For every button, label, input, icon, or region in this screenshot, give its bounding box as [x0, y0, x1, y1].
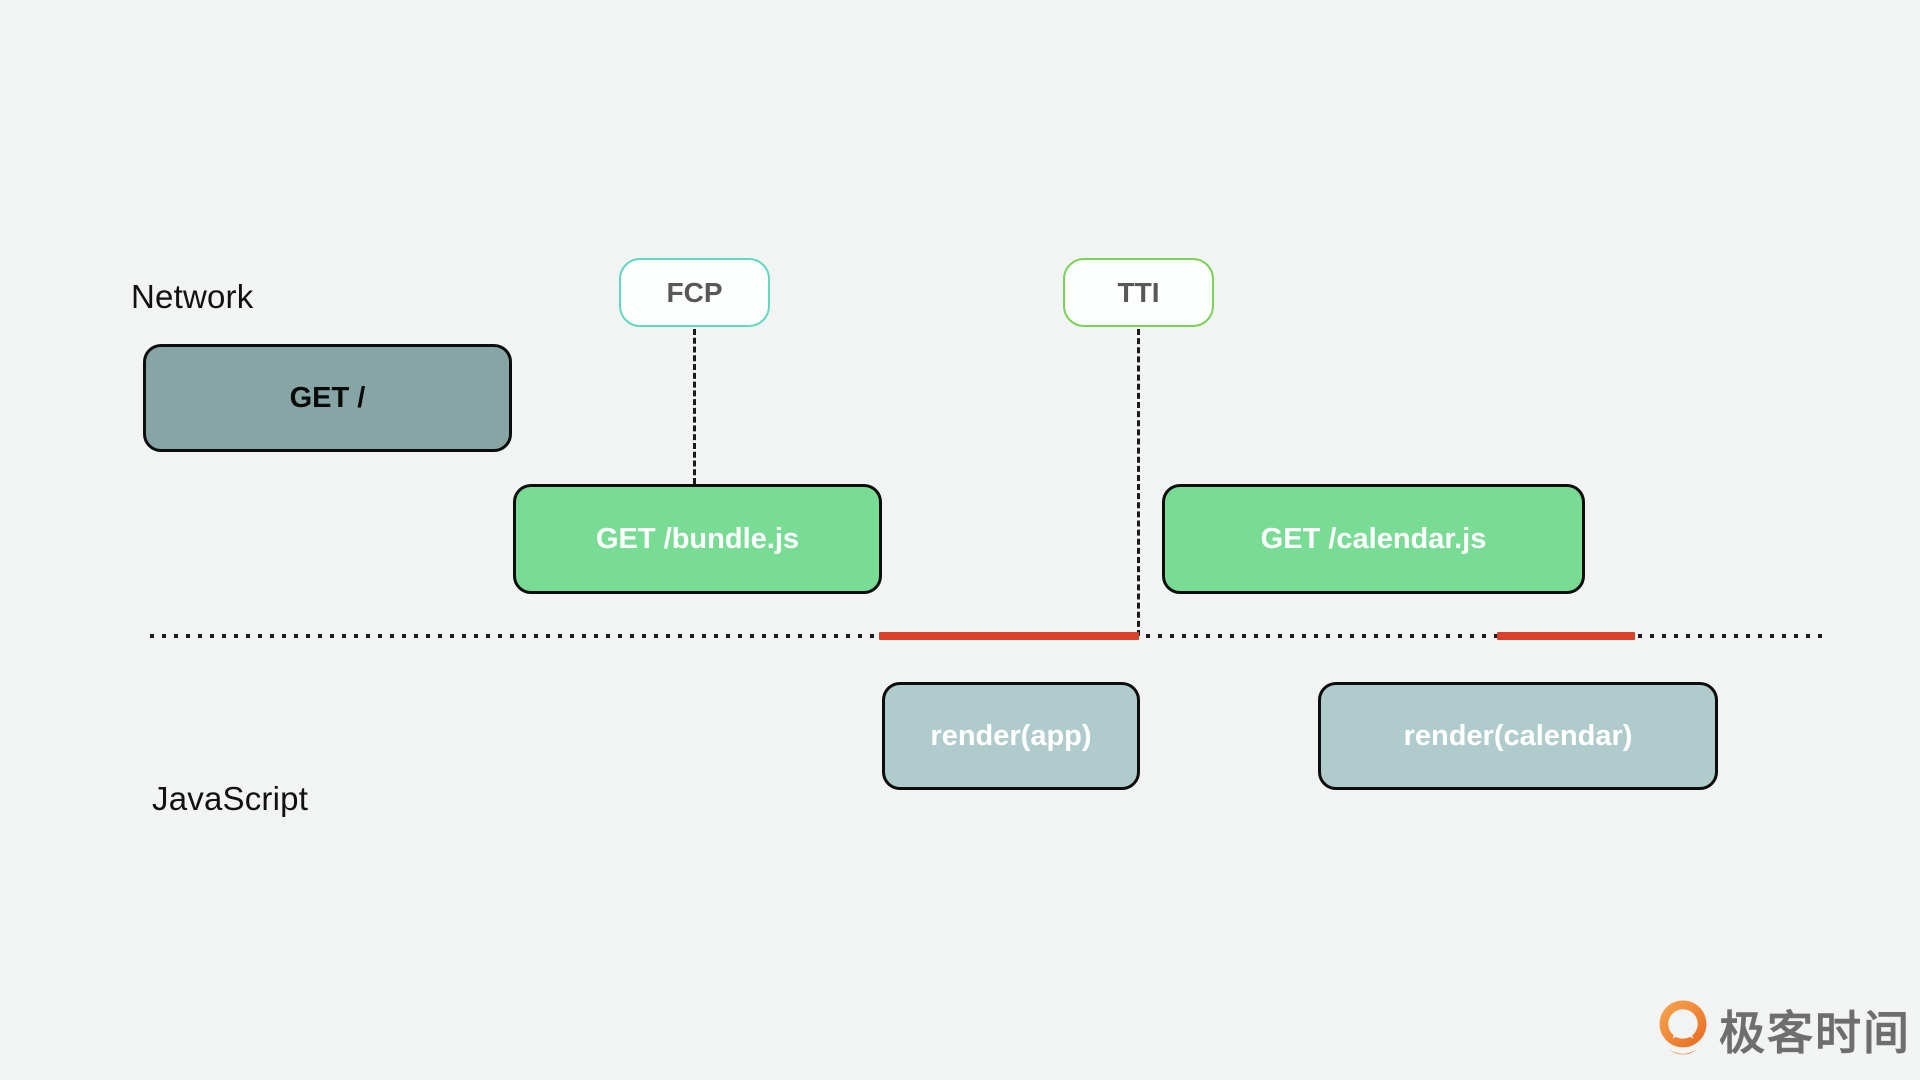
javascript-lane-label: JavaScript [152, 780, 309, 817]
network-request-get-root: GET / [143, 344, 512, 452]
js-task-render-calendar: render(calendar) [1318, 682, 1718, 790]
geektime-logo-text: 极客时间 [1719, 1006, 1911, 1059]
network-request-get-calendar-js: GET /calendar.js [1162, 484, 1585, 594]
geektime-logo: 极客时间 [1657, 1000, 1911, 1065]
fcp-marker-dashed-line [693, 329, 696, 484]
network-request-get-bundle-js: GET /bundle.js [513, 484, 882, 594]
tti-marker-dashed-line [1137, 329, 1140, 636]
geektime-logo-icon [1657, 1000, 1709, 1065]
js-task-render-app: render(app) [882, 682, 1140, 790]
long-task-segment-render-calendar [1497, 632, 1635, 640]
network-lane-label: Network [131, 278, 254, 315]
long-task-segment-render-app [879, 632, 1139, 640]
tti-marker-badge: TTI [1063, 258, 1214, 327]
fcp-marker-badge: FCP [619, 258, 770, 327]
